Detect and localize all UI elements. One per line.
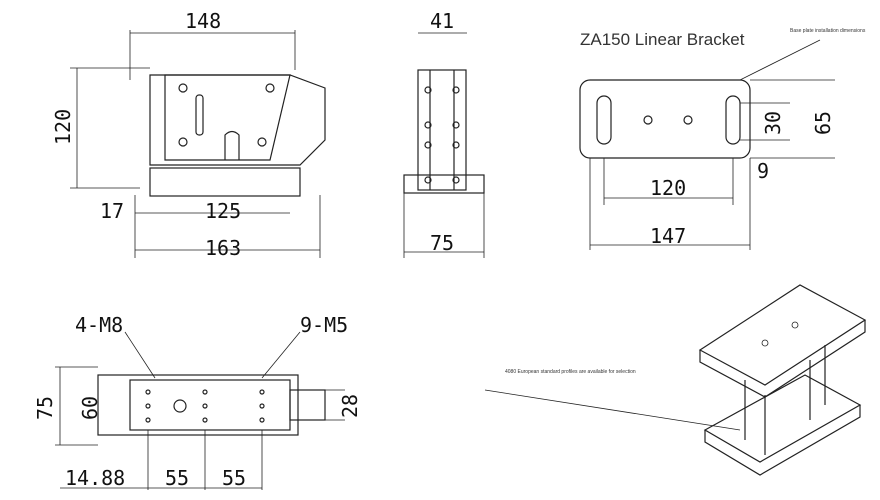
top-view: 4-M8 9-M5 75 60 28 14.88 55 55 [33,313,362,490]
dim-75: 75 [430,231,454,255]
front-view: 148 120 17 125 163 [51,9,326,260]
label-9-m5: 9-M5 [300,313,348,337]
dim-30: 30 [761,111,785,135]
dim-163: 163 [205,236,241,260]
dim-55-b: 55 [222,466,246,490]
leader-arrow [739,39,821,81]
side-view: 41 75 [403,9,485,258]
drawing-title: ZA150 Linear Bracket [580,30,745,49]
dim-60: 60 [78,396,102,420]
label-4-m8: 4-M8 [75,313,123,337]
dim-120: 120 [51,109,75,145]
isometric-view [698,284,867,476]
dim-14-88: 14.88 [65,466,125,490]
dim-147: 147 [650,224,686,248]
dim-9: 9 [757,159,769,183]
dim-55-a: 55 [165,466,189,490]
dim-65: 65 [811,111,835,135]
dim-125: 125 [205,199,241,223]
dim-148: 148 [185,9,221,33]
dim-75-top: 75 [33,396,57,420]
note-profiles: 4080 European standard profiles are avai… [505,369,636,375]
dim-17: 17 [100,199,124,223]
dim-28: 28 [338,394,362,418]
note-base-plate: Base plate installation dimensions [790,28,866,34]
dim-41: 41 [430,9,454,33]
leader-arrow-2 [484,389,741,431]
dim-120-base: 120 [650,176,686,200]
base-plate-view: 30 65 9 120 147 [579,79,835,250]
